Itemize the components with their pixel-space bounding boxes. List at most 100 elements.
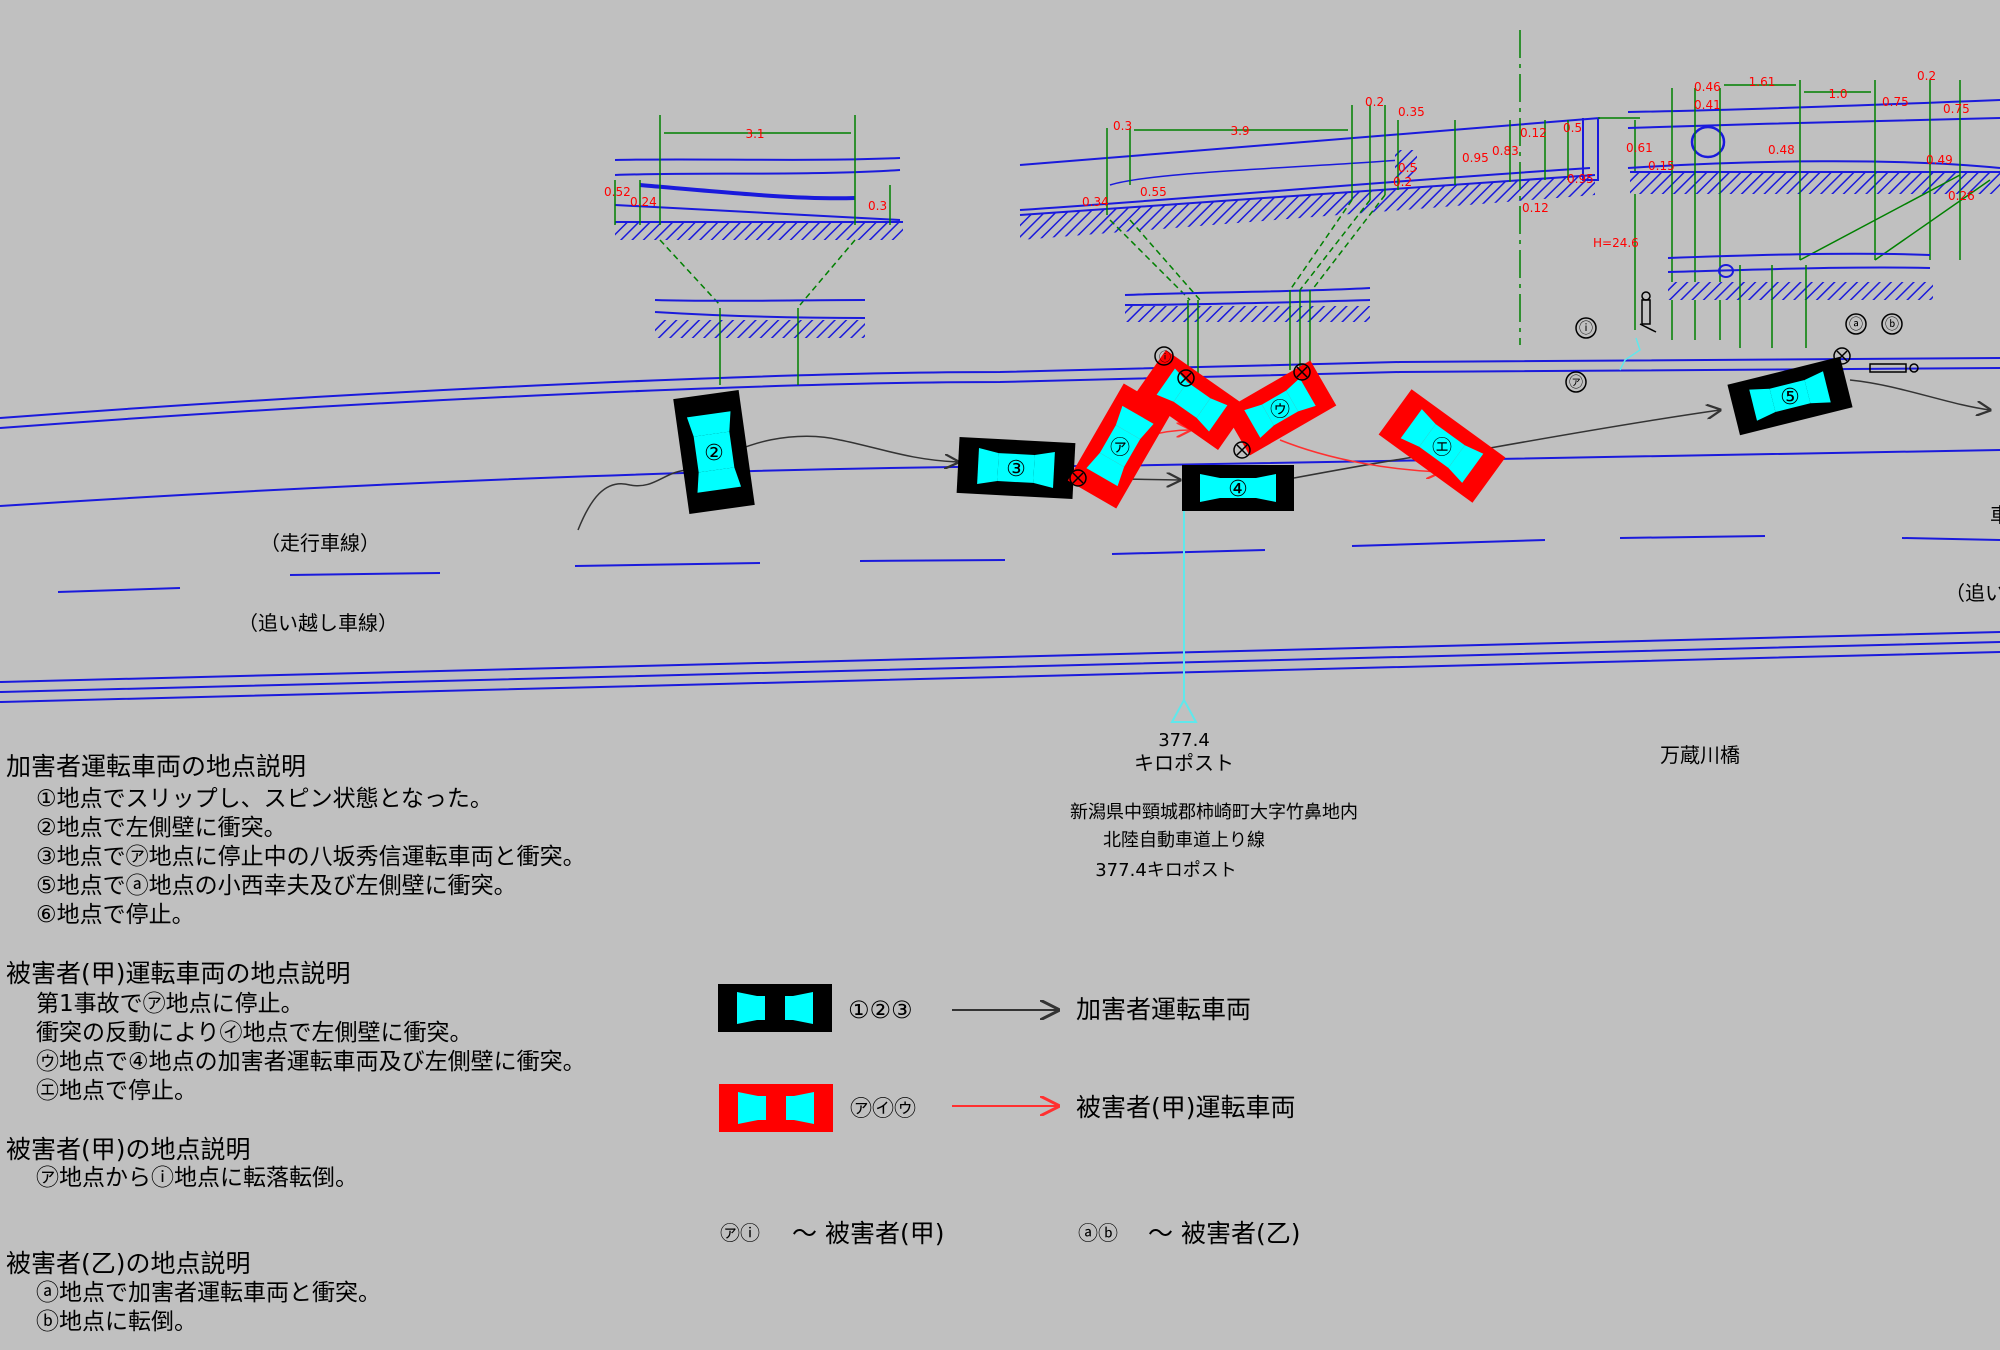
legend-offender-numbers: ①②③ — [848, 996, 913, 1024]
section-title: 被害者(乙)の地点説明 — [6, 1249, 251, 1278]
dim-label: 0.75 — [1882, 95, 1909, 109]
legend-victim-vehicle-icon — [719, 1084, 833, 1132]
dim-label: 0.12 — [1520, 126, 1547, 140]
dim-label: 0.48 — [1768, 143, 1795, 157]
cross-section-1: 3.1 0.52 0.24 0.3 — [604, 115, 903, 385]
offender-trajectory — [1293, 410, 1720, 479]
vehicle-label: ㋒ — [1270, 397, 1290, 421]
vehicle-label: ④ — [1228, 477, 1248, 502]
dim-label: 0.41 — [1694, 98, 1721, 112]
dim-label: 0.61 — [1626, 141, 1653, 155]
legend-victim-numbers: ㋐㋑㋒ — [850, 1097, 916, 1122]
explanation-line: ⑤地点でⓐ地点の小西幸夫及び左側壁に衝突。 — [36, 873, 517, 899]
vehicle-victim-i — [1136, 350, 1248, 450]
dim-label: 0.75 — [1943, 102, 1970, 116]
point-ha-marker — [1565, 371, 1587, 393]
road-edge-lower-3 — [0, 651, 2000, 703]
point-a-label: ⓐ — [1849, 317, 1863, 333]
dim-label: 0.95 — [1462, 151, 1489, 165]
lane-dash — [1111, 549, 1266, 555]
bridge-name: 万蔵川橋 — [1660, 743, 1740, 767]
point-b-marker — [1881, 313, 1903, 335]
collision-marks — [1069, 313, 1903, 487]
cross-section-2: 0.3 3.9 0.34 0.55 0.2 0.35 0.5 0.95 0.83… — [1019, 30, 1640, 378]
dim-label: 0.83 — [1492, 144, 1519, 158]
dim-label: 0.3 — [868, 199, 887, 213]
explanation-line: ①地点でスリップし、スピン状態となった。 — [36, 786, 493, 812]
explanation-line: ②地点で左側壁に衝突。 — [36, 815, 287, 841]
point-ro-label: ⓘ — [1579, 321, 1593, 337]
fallen-person-b-icon — [1869, 363, 1919, 373]
vehicle-offender-3: ③ — [956, 437, 1076, 499]
dim-label: 0.2 — [1393, 175, 1412, 189]
kilopost-label: キロポスト — [1134, 751, 1234, 775]
lane-label-passing-right: （追い — [1945, 581, 2000, 605]
victim-trajectory — [1279, 439, 1440, 472]
explanation-victim-vehicle: 被害者(甲)運転車両の地点説明 第1事故で㋐地点に停止。 衝突の反動により㋑地点… — [6, 959, 586, 1104]
collision-x-icon — [1233, 441, 1251, 459]
section-title: 被害者(甲)の地点説明 — [6, 1135, 251, 1164]
cross-section-3: 0.46 0.41 1.61 1.0 0.75 0.2 0.75 0.61 0.… — [1626, 69, 2000, 348]
dim-label: 0.46 — [1694, 80, 1721, 94]
dim-label: 0.34 — [1082, 195, 1109, 209]
lane-dash — [1901, 537, 2000, 541]
dim-label: 0.49 — [1926, 153, 1953, 167]
dim-label: 0.35 — [1398, 105, 1425, 119]
dim-label: 0.2 — [1365, 95, 1384, 109]
dim-label: 0.2 — [1917, 69, 1936, 83]
point-i-label: ⓘ — [1159, 350, 1171, 364]
road-edge-lower-2 — [0, 641, 2000, 693]
dim-label: 0.12 — [1522, 201, 1549, 215]
section-title: 被害者(甲)運転車両の地点説明 — [6, 959, 351, 988]
explanation-line: ㋓地点で停止。 — [36, 1078, 197, 1104]
dim-label: 3.1 — [745, 127, 764, 141]
road-edge-lower-1 — [0, 631, 2000, 683]
point-b-label: ⓑ — [1885, 317, 1899, 333]
legend-victim-label: 被害者(甲)運転車両 — [1076, 1093, 1296, 1122]
section-title: 加害者運転車両の地点説明 — [6, 752, 306, 781]
dim-label: 0.52 — [604, 185, 631, 199]
vehicle-offender-5: ⑤ — [1727, 356, 1853, 436]
dim-label: 0.55 — [1140, 185, 1167, 199]
legend-person-a-label: ～ 被害者(甲) — [792, 1219, 944, 1248]
dim-label: 0.5 — [1398, 161, 1417, 175]
point-a-marker — [1845, 313, 1867, 335]
collision-x-icon — [1177, 369, 1195, 387]
point-labels: ⓘ ⓘ ㋐ ⓐ ⓑ — [1159, 317, 1899, 391]
point-ro-marker — [1575, 317, 1597, 339]
explanation-line: ⑥地点で停止。 — [36, 902, 195, 928]
person-a-path — [1619, 337, 1641, 371]
kilopost-marker — [1170, 697, 1198, 723]
lane-label-travel-right: 車 — [1990, 503, 2000, 527]
explanation-line: ㋐地点からⓘ地点に転落転倒。 — [36, 1165, 358, 1191]
vehicle-victim-e: ㋓ — [1378, 389, 1506, 503]
explanation-line: ③地点で㋐地点に停止中の八坂秀信運転車両と衝突。 — [36, 844, 586, 870]
dim-label: 0.24 — [630, 195, 657, 209]
dim-label: 0.15 — [1648, 159, 1675, 173]
point-ha-label: ㋐ — [1569, 375, 1583, 391]
offender-trajectory — [577, 435, 958, 531]
location-line-3: 377.4キロポスト — [1095, 860, 1237, 881]
dim-label: 3.9 — [1230, 124, 1249, 138]
vehicle-label: ㋓ — [1432, 435, 1452, 459]
dim-label: H=24.6 — [1593, 236, 1639, 250]
vehicle-label: ③ — [1005, 456, 1026, 482]
vehicles: ② ③ ④ ⑤ ㋐ — [673, 350, 1853, 515]
legend: ①②③ 加害者運転車両 ㋐㋑㋒ 被害者(甲)運転車両 ㋐ⓘ ～ 被害者(甲) ⓐ… — [718, 984, 1300, 1248]
road-edge-upper-2 — [0, 367, 2000, 429]
legend-offender-label: 加害者運転車両 — [1076, 995, 1251, 1024]
vehicle-victim-u: ㋒ — [1223, 360, 1337, 456]
lane-dash — [289, 572, 441, 576]
legend-person-b-label: ～ 被害者(乙) — [1148, 1219, 1300, 1248]
lane-label-passing: （追い越し車線） — [238, 611, 398, 635]
explanation-victim-a: 被害者(甲)の地点説明 ㋐地点からⓘ地点に転落転倒。 — [6, 1135, 358, 1191]
lane-label-travel: （走行車線） — [260, 531, 380, 555]
legend-person-a-marks: ㋐ⓘ — [720, 1221, 760, 1245]
vehicle-label: ㋐ — [1110, 435, 1130, 459]
lane-dash — [1619, 535, 1766, 539]
collision-x-icon — [1293, 363, 1311, 381]
dim-label: 0.95 — [1567, 172, 1594, 186]
explanation-line: 衝突の反動により㋑地点で左側壁に衝突。 — [36, 1020, 473, 1046]
explanation-line: ㋒地点で④地点の加害者運転車両及び左側壁に衝突。 — [36, 1049, 586, 1075]
